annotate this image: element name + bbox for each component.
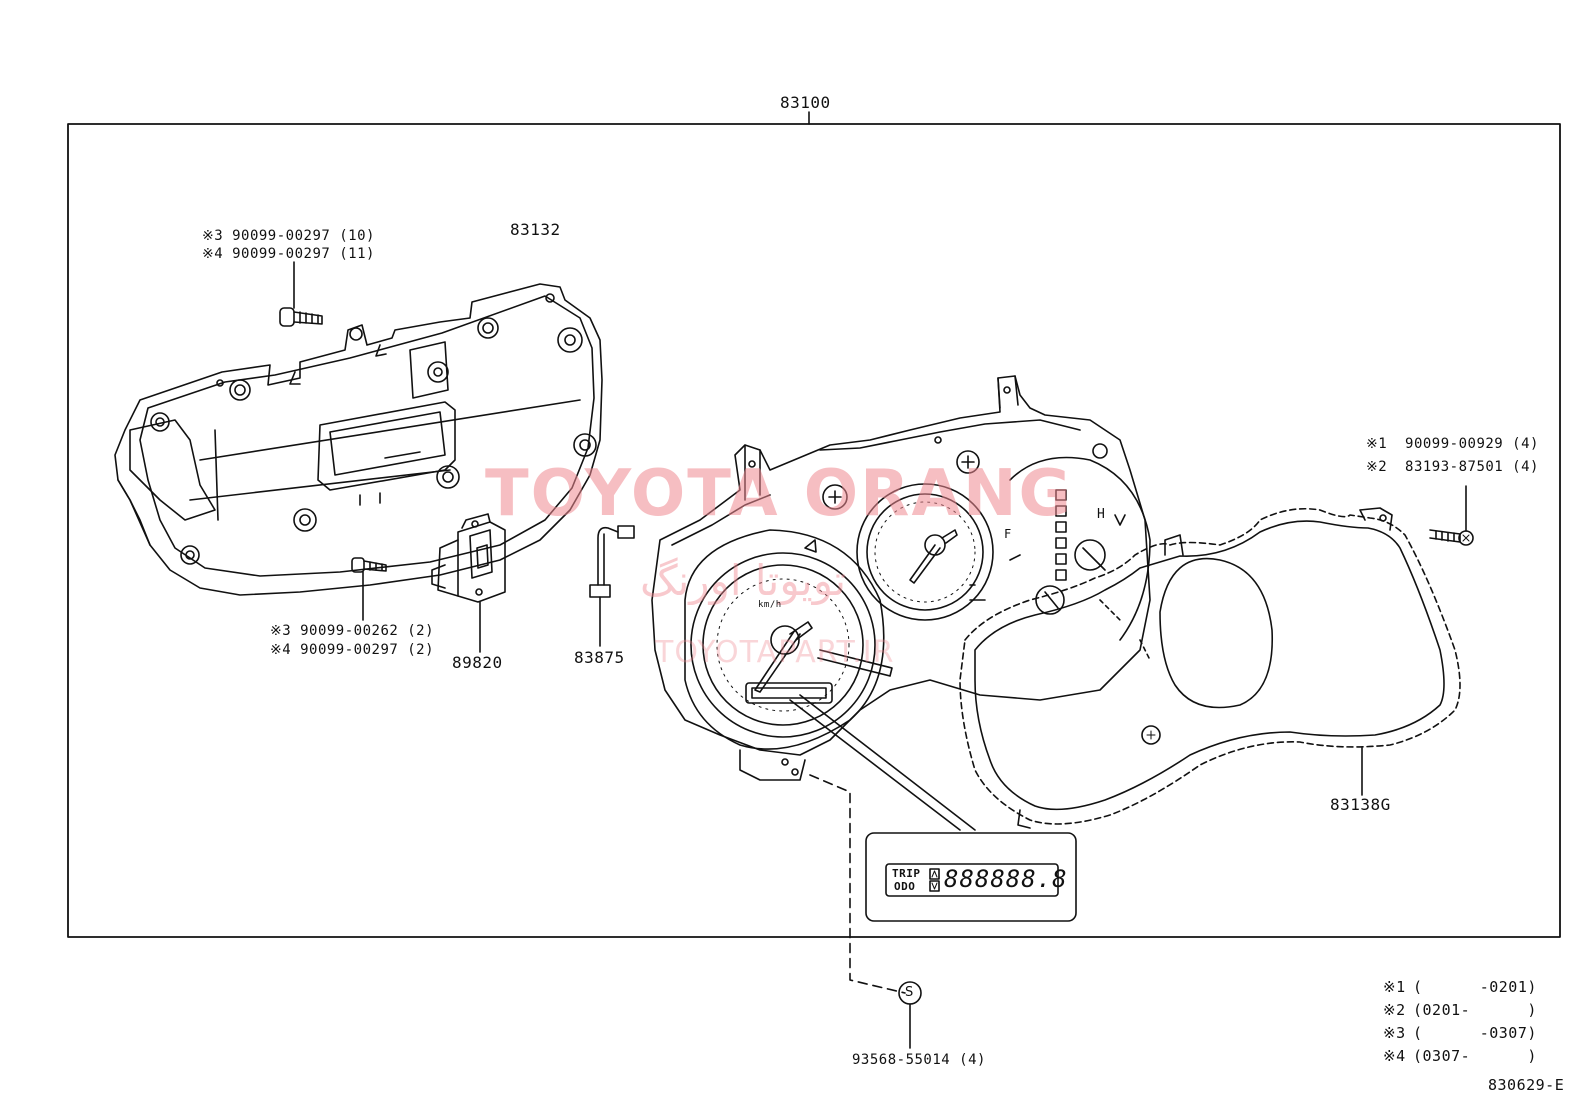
switch-part-number: 89820 [452, 653, 503, 672]
watermark-brand: TOYOTA ORANG [485, 457, 1074, 531]
small-screw-drawing [351, 557, 387, 621]
combination-meter-drawing [651, 375, 1151, 831]
fuel-full-label: F [1004, 527, 1012, 541]
rear-case-part-number: 83132 [510, 220, 561, 239]
wire-harness-part-number: 83875 [574, 648, 625, 667]
assembly-frame [67, 111, 1561, 938]
bulb-symbol: S [905, 985, 914, 1000]
case-screw-note-2: ※4 90099-00297 (11) [202, 246, 375, 262]
footnote-2-mark: ※2 [1383, 1001, 1406, 1019]
cover-screw-drawing [1429, 485, 1474, 546]
diagram-code: 830629-E [1488, 1076, 1565, 1094]
footnote-4-mark: ※4 [1383, 1047, 1406, 1065]
case-screw-note-1: ※3 90099-00297 (10) [202, 228, 375, 244]
bulb-part-number: 93568-55014 (4) [852, 1052, 986, 1068]
footnote-3-mark: ※3 [1383, 1024, 1406, 1042]
cover-screw-note-1: ※1 90099-00929 (4) [1366, 436, 1539, 452]
glass-cover-part-number: 83138G [1330, 795, 1391, 814]
speed-unit-label: km/h [758, 600, 782, 610]
odometer-detail-box [865, 832, 1077, 922]
small-screw-note-1: ※3 90099-00262 (2) [270, 623, 435, 639]
switch-drawing [431, 513, 506, 653]
odometer-digits: 888888.8 [944, 865, 1068, 893]
footnote-1-mark: ※1 [1383, 978, 1406, 996]
odometer-trip-label: TRIP [892, 867, 921, 880]
glass-cover-drawing [959, 507, 1461, 829]
bulb-leader [809, 774, 922, 1049]
cover-screw-note-2: ※2 83193-87501 (4) [1366, 459, 1539, 475]
small-screw-note-2: ※4 90099-00297 (2) [270, 642, 435, 658]
watermark-site: TOYOTAPART.IR [655, 635, 895, 670]
temp-hot-label: H [1097, 507, 1106, 522]
watermark-persian: تویوتا اورنگ [640, 556, 847, 605]
assembly-part-number: 83100 [780, 93, 831, 112]
odometer-odo-label: ODO [894, 880, 916, 893]
footnote-4-range: (0307- ) [1413, 1047, 1537, 1065]
rear-case-drawing [114, 283, 603, 596]
case-screw-drawing [279, 261, 323, 327]
wire-harness-drawing [589, 525, 635, 647]
footnote-2-range: (0201- ) [1413, 1001, 1537, 1019]
footnote-1-range: ( -0201) [1413, 978, 1537, 996]
footnote-3-range: ( -0307) [1413, 1024, 1537, 1042]
